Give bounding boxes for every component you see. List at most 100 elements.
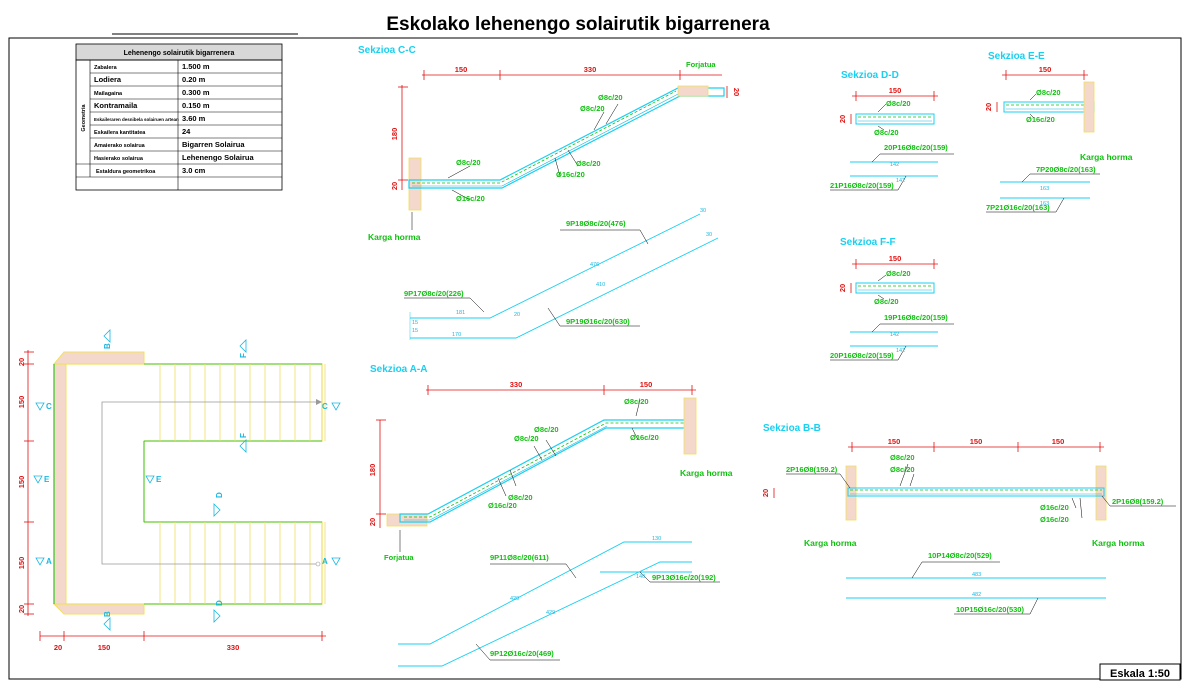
table-row-value: 24 — [182, 127, 191, 136]
dd-len-2: 142 — [896, 178, 905, 184]
aa-label-o16-1: Ø16c/20 — [488, 501, 517, 510]
cc-label-o16-2: Ø16c/20 — [456, 194, 485, 203]
dd-bar-top: 20P16Ø8c/20(159) — [884, 143, 948, 152]
table-row-value: 0.300 m — [182, 88, 210, 97]
ee-label-karga-horma: Karga horma — [1080, 152, 1133, 162]
cc-label-o8-4: Ø8c/20 — [456, 158, 481, 167]
ee-bar-top: 7P20Ø8c/20(163) — [1036, 165, 1096, 174]
dd-bar-bot: 21P16Ø8c/20(159) — [830, 181, 894, 190]
table-header: Lehenengo solairutik bigarrenera — [124, 50, 235, 57]
aa-bar-mid: 9P13Ø16c/20(192) — [652, 573, 716, 582]
aa-len-140: 140 — [636, 574, 645, 580]
bb-bar-top: 10P14Ø8c/20(529) — [928, 551, 992, 560]
table-row-label: Mailagaina — [94, 91, 123, 97]
aa-label-karga-horma: Karga horma — [680, 468, 733, 478]
table-row-label: Zabalera — [94, 65, 118, 71]
plan-dim-330-x: 330 — [227, 643, 240, 652]
aa-label-o8-2: Ø8c/20 — [514, 434, 539, 443]
bb-label-o16-2: Ø16c/20 — [1040, 515, 1069, 524]
bb-len-482: 482 — [972, 592, 981, 598]
cc-dim-20a: 20 — [390, 182, 399, 190]
stair-plan — [24, 329, 341, 641]
plan-mark-e-right: E — [156, 475, 162, 484]
section-cc-drawing: 150 330 180 20 20 — [390, 65, 741, 230]
plan-dim-150-b: 150 — [17, 476, 26, 489]
aa-dim-150: 150 — [640, 380, 653, 389]
dd-len-1: 142 — [890, 162, 899, 168]
cc-end-15b: 15 — [412, 328, 418, 334]
ff-dim-150: 150 — [889, 254, 902, 263]
scale-box — [1099, 663, 1181, 681]
aa-label-o8-3: Ø8c/20 — [508, 493, 533, 502]
cc-len-476: 476 — [590, 262, 599, 268]
plan-dim-150-c: 150 — [17, 557, 26, 570]
section-cc-title: Sekzioa C-C — [358, 45, 416, 56]
bb-dim-150b: 150 — [970, 437, 983, 446]
cc-end-30b: 30 — [706, 232, 712, 238]
section-aa-drawing: 330 150 180 20 — [368, 380, 697, 552]
treads-upper — [159, 364, 326, 441]
aa-dim-330: 330 — [510, 380, 523, 389]
cc-len-181: 181 — [456, 310, 465, 316]
aa-label-o8-4: Ø8c/20 — [624, 397, 649, 406]
ff-len-1: 142 — [890, 332, 899, 338]
bb-bar-right: 2P16Ø8(159.2) — [1112, 497, 1164, 506]
ee-label-o8: Ø8c/20 — [1036, 88, 1061, 97]
plan-dim-20-bot: 20 — [17, 605, 26, 613]
cc-label-o8-3: Ø8c/20 — [576, 159, 601, 168]
table-row-label: Eskailera kantitatea — [94, 130, 146, 136]
ee-len-1: 163 — [1040, 186, 1049, 192]
plan-dim-20-x: 20 — [54, 643, 62, 652]
plan-mark-e-left: E — [44, 475, 50, 484]
aa-dim-180: 180 — [368, 464, 377, 477]
cc-bar-schedule — [404, 213, 719, 340]
table-row-value: 1.500 m — [182, 62, 210, 71]
section-bb-title: Sekzioa B-B — [763, 423, 821, 434]
cc-label-forjatua: Forjatua — [686, 60, 716, 69]
ee-len-2: 163 — [1040, 201, 1049, 207]
ee-bar-bot: 7P21Ø16c/20(163) — [986, 203, 1050, 212]
plan-mark-d-top: D — [215, 492, 224, 498]
ff-label-o16: Ø8c/20 — [874, 297, 899, 306]
cc-end-15a: 15 — [412, 320, 418, 326]
aa-bar-top: 9P11Ø8c/20(611) — [490, 553, 549, 562]
section-ee-drawing: 150 20 — [984, 65, 1100, 213]
ff-label-o8: Ø8c/20 — [886, 269, 911, 278]
bb-len-483: 483 — [972, 572, 981, 578]
cc-dim-150: 150 — [455, 65, 468, 74]
cc-end-20: 20 — [514, 312, 520, 318]
dd-dim-20: 20 — [838, 115, 847, 123]
bb-label-o8-1: Ø8c/20 — [890, 453, 915, 462]
plan-dim-150-x: 150 — [98, 643, 111, 652]
cc-len-170: 170 — [452, 332, 461, 338]
aa-label-forjatua: Forjatua — [384, 553, 414, 562]
cc-dim-20b: 20 — [732, 88, 741, 96]
plan-mark-f-bot: F — [239, 433, 248, 438]
sheet-title: Eskolako lehenengo solairutik bigarrener… — [386, 14, 770, 35]
plan-mark-c-right: C — [322, 402, 328, 411]
aa-label-o16-2: Ø16c/20 — [630, 433, 659, 442]
aa-len-429a: 429 — [510, 596, 519, 602]
dd-label-o8: Ø8c/20 — [886, 99, 911, 108]
section-ff-drawing: 150 20 — [830, 254, 954, 361]
cc-bar-mid: 9P17Ø8c/20(226) — [404, 289, 464, 298]
aa-label-o8-1: Ø8c/20 — [534, 425, 559, 434]
aa-bar-bot: 9P12Ø16c/20(469) — [490, 649, 554, 658]
section-dd-title: Sekzioa D-D — [841, 70, 899, 81]
table-row-label: Lodiera — [94, 75, 122, 84]
section-bb-drawing: 150 150 150 20 — [761, 437, 1176, 615]
bb-bar-bot: 10P15Ø16c/20(530) — [956, 605, 1024, 614]
ff-len-2: 142 — [896, 348, 905, 354]
plan-dim-20-top: 20 — [17, 358, 26, 366]
ff-dim-20: 20 — [838, 284, 847, 292]
cc-label-o8-1: Ø8c/20 — [598, 93, 623, 102]
plan-mark-a-right: A — [322, 557, 328, 566]
table-row-value: 3.0 cm — [182, 166, 206, 175]
aa-len-130: 130 — [652, 536, 661, 542]
plan-mark-b-top: B — [103, 343, 112, 349]
scale-label: Eskala 1:50 — [1110, 668, 1170, 680]
table-group-label: Geometria — [81, 103, 87, 131]
aa-dim-20: 20 — [368, 518, 377, 526]
